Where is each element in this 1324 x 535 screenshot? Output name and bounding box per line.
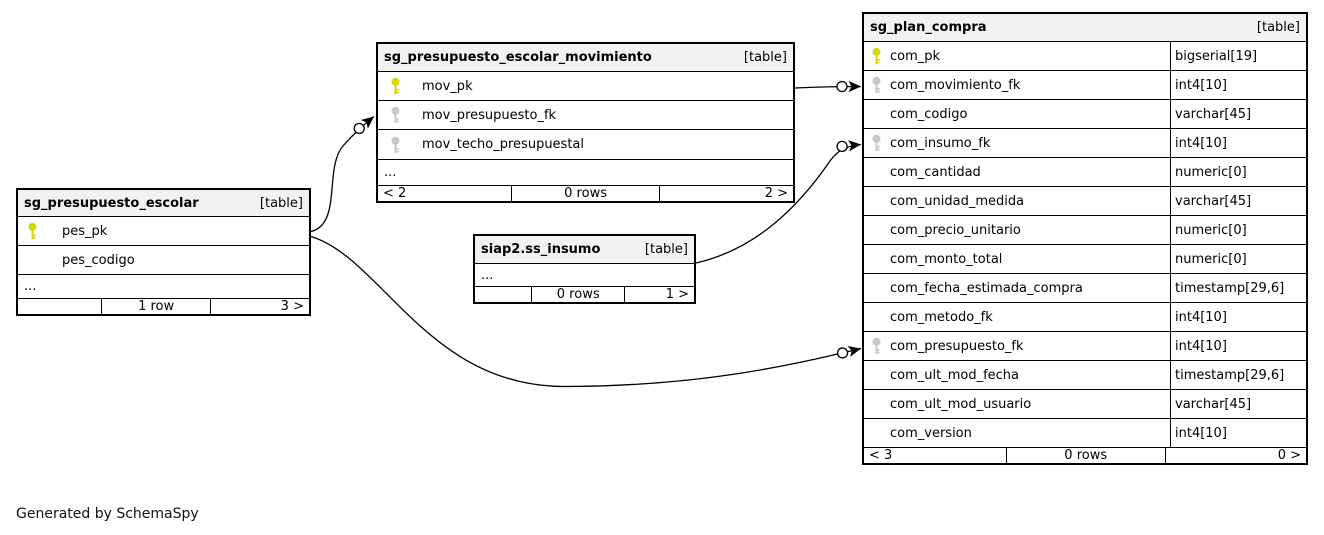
column-type: int4[10]	[1170, 71, 1306, 99]
column-name: mov_pk	[422, 78, 473, 94]
footer-left: < 2	[383, 186, 407, 201]
footer-right: 0 >	[1164, 448, 1306, 463]
primary-key-icon	[391, 77, 400, 95]
table-header[interactable]: sg_presupuesto_escolar_movimiento [table…	[378, 44, 793, 72]
schemaspy-credit: Generated by SchemaSpy	[16, 506, 199, 522]
foreign-key-icon	[391, 106, 400, 124]
edge-pespk-to-movpresupuestofk	[310, 115, 375, 233]
column-row: pes_pk	[18, 217, 309, 246]
column-name: com_ult_mod_fecha	[890, 367, 1020, 383]
column-row: com_insumo_fk int4[10]	[864, 129, 1306, 158]
foreign-key-icon	[872, 134, 881, 152]
column-type: int4[10]	[1170, 303, 1306, 331]
column-type: int4[10]	[1170, 332, 1306, 360]
primary-key-icon	[872, 47, 881, 65]
foreign-key-icon	[391, 136, 400, 153]
more-columns-ellipsis: ...	[18, 275, 309, 299]
column-type: int4[10]	[1170, 419, 1306, 447]
table-footer: 1 row 3 >	[18, 299, 309, 314]
table-type-badge: [table]	[644, 242, 688, 257]
table-footer: < 3 0 rows 0 >	[864, 448, 1306, 463]
column-name: com_metodo_fk	[890, 309, 993, 325]
column-row: com_metodo_fk int4[10]	[864, 303, 1306, 332]
column-row: com_cantidad numeric[0]	[864, 158, 1306, 187]
column-name: com_insumo_fk	[890, 135, 991, 151]
foreign-key-icon	[872, 337, 881, 355]
table-footer: < 2 0 rows 2 >	[378, 186, 793, 201]
column-name: com_codigo	[890, 106, 968, 122]
column-name: com_cantidad	[890, 164, 981, 180]
column-name: com_monto_total	[890, 251, 1003, 267]
table-type-badge: [table]	[259, 195, 303, 211]
column-row: com_presupuesto_fk int4[10]	[864, 332, 1306, 361]
table-title[interactable]: sg_plan_compra	[870, 20, 987, 35]
edge-movpk-to-commovimientofk	[794, 80, 862, 93]
primary-key-icon	[28, 222, 37, 240]
column-row: com_unidad_medida varchar[45]	[864, 187, 1306, 216]
column-type: varchar[45]	[1170, 390, 1306, 418]
column-name: com_ult_mod_usuario	[890, 396, 1032, 412]
foreign-key-icon	[872, 76, 881, 94]
more-columns-ellipsis: ...	[378, 160, 793, 186]
column-type: int4[10]	[1170, 129, 1306, 157]
column-type: numeric[0]	[1170, 158, 1306, 186]
column-name: com_presupuesto_fk	[890, 338, 1024, 354]
table-title[interactable]: siap2.ss_insumo	[481, 242, 601, 257]
column-row: com_codigo varchar[45]	[864, 100, 1306, 129]
footer-rowcount: 0 rows	[1005, 448, 1165, 463]
footer-rowcount: 0 rows	[510, 186, 660, 201]
footer-right: 3 >	[210, 299, 309, 314]
table-sg-plan-compra[interactable]: sg_plan_compra [table] com_pk bigserial[…	[862, 12, 1308, 465]
table-title[interactable]: sg_presupuesto_escolar_movimiento	[384, 50, 652, 65]
column-name: pes_pk	[62, 223, 108, 239]
column-type: varchar[45]	[1170, 100, 1306, 128]
column-row: com_version int4[10]	[864, 419, 1306, 448]
column-name: com_version	[890, 425, 972, 441]
column-row: mov_techo_presupuestal	[378, 130, 793, 160]
table-type-badge: [table]	[1256, 20, 1300, 35]
footer-left: < 3	[869, 448, 893, 463]
table-header[interactable]: siap2.ss_insumo [table]	[475, 236, 694, 264]
table-siap2-ss-insumo[interactable]: siap2.ss_insumo [table] ... 0 rows 1 >	[473, 234, 696, 304]
footer-right: 1 >	[624, 287, 694, 302]
column-row: mov_presupuesto_fk	[378, 101, 793, 130]
column-name: mov_presupuesto_fk	[422, 107, 557, 123]
table-footer: 0 rows 1 >	[475, 287, 694, 302]
footer-rowcount: 1 row	[100, 299, 210, 314]
column-row: com_ult_mod_usuario varchar[45]	[864, 390, 1306, 419]
table-header[interactable]: sg_presupuesto_escolar [table]	[18, 190, 309, 217]
column-name: mov_techo_presupuestal	[422, 137, 585, 152]
footer-rowcount: 0 rows	[531, 287, 624, 302]
column-name: com_unidad_medida	[890, 193, 1025, 209]
footer-right: 2 >	[659, 186, 793, 201]
table-sg-presupuesto-escolar[interactable]: sg_presupuesto_escolar [table] pes_pk pe…	[16, 188, 311, 316]
column-row: com_movimiento_fk int4[10]	[864, 71, 1306, 100]
column-row: com_pk bigserial[19]	[864, 42, 1306, 71]
table-sg-presupuesto-escolar-movimiento[interactable]: sg_presupuesto_escolar_movimiento [table…	[376, 42, 795, 203]
column-name: com_pk	[890, 48, 941, 64]
column-name: com_fecha_estimada_compra	[890, 280, 1083, 296]
column-type: numeric[0]	[1170, 245, 1306, 273]
column-name: com_precio_unitario	[890, 222, 1021, 238]
column-row: pes_codigo	[18, 246, 309, 275]
column-type: timestamp[29,6]	[1170, 274, 1306, 302]
column-type: varchar[45]	[1170, 187, 1306, 215]
column-row: com_monto_total numeric[0]	[864, 245, 1306, 274]
column-type: numeric[0]	[1170, 216, 1306, 244]
column-name: com_movimiento_fk	[890, 77, 1021, 93]
column-name: pes_codigo	[62, 252, 135, 268]
table-header[interactable]: sg_plan_compra [table]	[864, 14, 1306, 42]
column-type: timestamp[29,6]	[1170, 361, 1306, 389]
column-row: com_ult_mod_fecha timestamp[29,6]	[864, 361, 1306, 390]
column-row: mov_pk	[378, 72, 793, 101]
more-columns-ellipsis: ...	[475, 264, 694, 287]
column-row: com_precio_unitario numeric[0]	[864, 216, 1306, 245]
table-type-badge: [table]	[743, 50, 787, 65]
table-title[interactable]: sg_presupuesto_escolar	[24, 195, 199, 211]
column-type: bigserial[19]	[1170, 42, 1306, 70]
column-row: com_fecha_estimada_compra timestamp[29,6…	[864, 274, 1306, 303]
